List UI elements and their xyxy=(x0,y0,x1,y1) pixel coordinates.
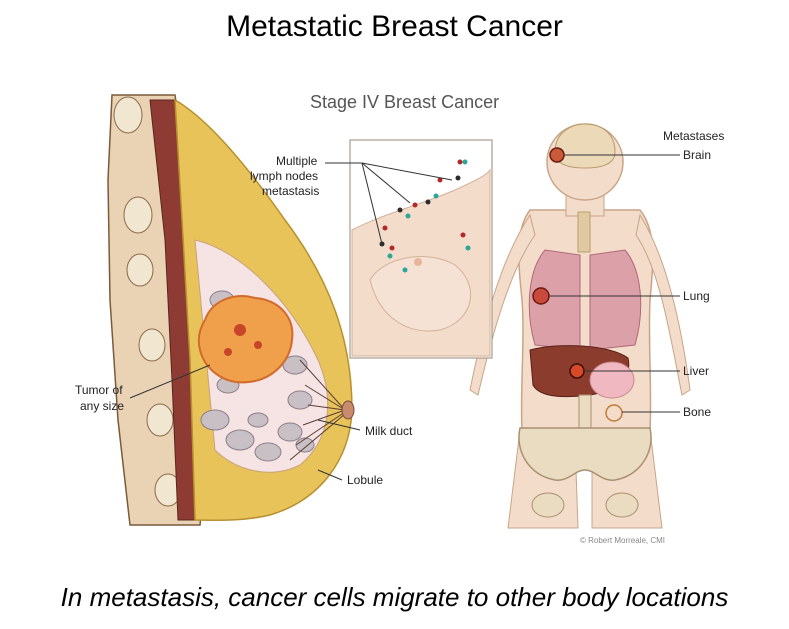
multiple-label-line1: Multiple xyxy=(276,154,318,168)
inset-leader-lines xyxy=(325,162,453,245)
lobule-label: Lobule xyxy=(347,473,383,487)
multiple-label-line3: metastasis xyxy=(262,184,319,198)
lymph-node-dots xyxy=(379,159,471,273)
lung-label: Lung xyxy=(683,289,710,303)
tumor-label-line2: any size xyxy=(80,399,124,413)
tumor-label-line1: Tumor of xyxy=(75,383,123,397)
metastases-label: Metastases xyxy=(663,129,724,143)
breast-leader-lines xyxy=(129,364,361,481)
brain-label: Brain xyxy=(683,148,711,162)
breast-cross-section xyxy=(107,94,355,526)
figure-title: Metastatic Breast Cancer xyxy=(226,10,563,43)
lymph-node-inset xyxy=(349,139,493,359)
multiple-label-line2: lymph nodes xyxy=(250,169,318,183)
bone-label: Bone xyxy=(683,405,711,419)
figure-caption: In metastasis, cancer cells migrate to o… xyxy=(60,582,729,612)
body-leader-lines xyxy=(549,154,680,413)
liver-label: Liver xyxy=(683,364,709,378)
milk-duct-label: Milk duct xyxy=(365,424,413,438)
stage-title: Stage IV Breast Cancer xyxy=(310,92,499,112)
illustration-credit: © Robert Morreale, CMI xyxy=(580,536,665,545)
body-figure xyxy=(469,123,691,529)
